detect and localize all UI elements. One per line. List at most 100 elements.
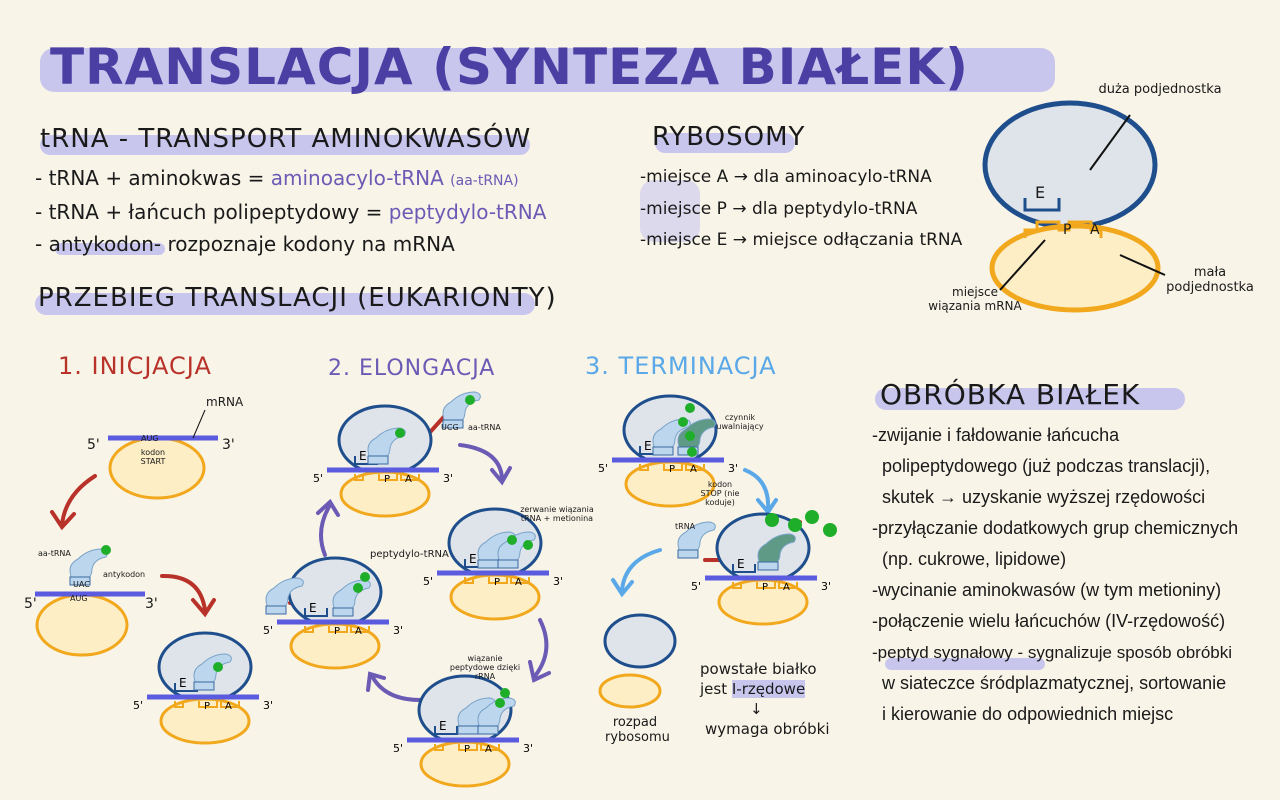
page-title: TRANSLACJA (SYNTEZA BIAŁEK) bbox=[50, 38, 969, 96]
polypeptide-chain bbox=[805, 510, 819, 524]
trna-line-1-term: aminoacylo-tRNA bbox=[270, 166, 444, 190]
trna bbox=[477, 697, 516, 729]
site-e-text: E bbox=[179, 676, 187, 690]
site-p-text: P bbox=[334, 626, 340, 637]
site-e-label: E bbox=[1035, 183, 1046, 202]
mrna-site-pointer bbox=[999, 239, 1046, 291]
methionine bbox=[101, 545, 111, 555]
trna-line-3-rest: - rozpoznaje kodony na mRNA bbox=[153, 232, 455, 256]
trna-line-1: - tRNA + aminokwas = aminoacylo-tRNA (aa… bbox=[35, 166, 519, 190]
process-arrow bbox=[50, 474, 97, 531]
five-prime: 5' bbox=[313, 472, 323, 485]
aug-codon: AUG bbox=[141, 434, 159, 443]
terminacja-title: 3. TERMINACJA bbox=[585, 352, 777, 380]
site-pa bbox=[732, 582, 798, 589]
obrobka-heading-highlight bbox=[875, 388, 1185, 410]
przebieg-heading: PRZEBIEG TRANSLACJI (EUKARIONTY) bbox=[38, 283, 557, 313]
small-subunit bbox=[35, 593, 129, 657]
incoming-aa-trna-anticodon bbox=[442, 419, 464, 429]
polypeptide-chain bbox=[788, 518, 802, 532]
site-e bbox=[304, 608, 328, 617]
released-trna-anticodon bbox=[265, 605, 287, 615]
site-e-bracket bbox=[1023, 198, 1061, 212]
aug-codon-2: AUG bbox=[70, 594, 88, 603]
process-arrow bbox=[366, 671, 422, 702]
inicjacja-title: 1. INICJACJA bbox=[58, 352, 212, 380]
release-factor bbox=[757, 533, 796, 565]
small-pointer bbox=[1119, 254, 1166, 276]
site-a-text: A bbox=[783, 582, 790, 593]
site-e bbox=[732, 564, 756, 573]
antykodon-highlight bbox=[55, 243, 165, 255]
trna-anticodon bbox=[652, 446, 674, 456]
site-pa bbox=[304, 626, 370, 633]
bond-label: wiązanie peptydowe dzięki rRNA bbox=[449, 654, 521, 681]
obrobka-line: -przyłączanie dodatkowych grup chemiczny… bbox=[872, 518, 1239, 538]
three-prime-label: 3' bbox=[222, 437, 235, 453]
mrna-pointer bbox=[192, 409, 206, 439]
obrobka-line: i kierowanie do odpowiednich miejsc bbox=[882, 704, 1174, 724]
five-prime-label-2: 5' bbox=[24, 596, 37, 612]
process-arrow bbox=[160, 573, 216, 618]
obrobka-line: -połączenie wielu łańcuchów (IV-rzędowoś… bbox=[872, 611, 1226, 631]
trna-anticodon bbox=[497, 559, 519, 569]
site-e-text: E bbox=[644, 439, 652, 453]
amino-acid bbox=[678, 417, 688, 427]
aa-trna-label: aa-tRNA bbox=[38, 549, 71, 558]
release-factor bbox=[677, 418, 716, 450]
site-a-text: A bbox=[690, 464, 697, 475]
site-e-text: E bbox=[439, 719, 447, 733]
przebieg-heading-highlight bbox=[35, 293, 535, 315]
site-p-text: P bbox=[762, 582, 768, 593]
break-label: zerwanie wiązania tRNA + metionina bbox=[520, 505, 594, 523]
site-p-text: P bbox=[384, 474, 390, 485]
trna bbox=[193, 653, 232, 685]
three-prime-label-2: 3' bbox=[145, 596, 158, 612]
elong-ucg-anticodon: UCG bbox=[441, 423, 459, 432]
site-pa bbox=[174, 701, 240, 708]
result-line-3: wymaga obróbki bbox=[705, 720, 830, 738]
trna-line-3: - antykodon- rozpoznaje kodony na mRNA bbox=[35, 232, 455, 256]
released-trna bbox=[677, 521, 716, 553]
three-prime: 3' bbox=[728, 462, 738, 475]
release-factor-label: czynnik uwalniający bbox=[716, 413, 764, 431]
obrobka-line: -wycinanie aminokwasów (w tym metioniny) bbox=[872, 580, 1222, 600]
rybosomy-heading-highlight bbox=[655, 133, 795, 153]
site-pa-bracket bbox=[1023, 220, 1103, 238]
site-pa bbox=[354, 474, 420, 481]
rybosomy-item-a: -miejsce A → dla aminoacylo-tRNA bbox=[640, 167, 932, 187]
stop-codon-label: kodon STOP (nie koduje) bbox=[700, 480, 740, 507]
antykodon-label: antykodon bbox=[103, 570, 146, 579]
peptyd-highlight bbox=[885, 658, 1045, 670]
small-subunit bbox=[108, 436, 206, 500]
process-arrow bbox=[458, 443, 512, 486]
amino-acid bbox=[360, 572, 370, 582]
site-pa bbox=[434, 744, 500, 751]
site-a-text: A bbox=[515, 577, 522, 588]
trna-anticodon bbox=[193, 681, 215, 691]
trna-anticodon bbox=[457, 725, 479, 735]
site-p-label: P bbox=[1063, 222, 1072, 238]
result-line-2a: jest bbox=[700, 680, 732, 698]
title-highlight bbox=[40, 48, 1055, 92]
obrobka-line: -peptyd sygnałowy - sygnalizuje sposób o… bbox=[872, 643, 1233, 662]
aa-trna-anticodon bbox=[69, 576, 91, 586]
site-p-text: P bbox=[669, 464, 675, 475]
rybosomy-list-highlight bbox=[640, 180, 700, 242]
mrna-label: mRNA bbox=[206, 395, 244, 409]
trna-line-2-prefix: - tRNA + łańcuch polipeptydowy = bbox=[35, 200, 389, 224]
amino-acid bbox=[495, 698, 505, 708]
peptydylo-trna-anticodon bbox=[332, 607, 354, 617]
process-arrow bbox=[528, 618, 551, 683]
trna-anticodon bbox=[477, 725, 499, 735]
result-line-2b: I-rzędowe bbox=[731, 680, 806, 698]
aa-trna bbox=[69, 548, 108, 580]
trna-anticodon bbox=[477, 559, 499, 569]
five-prime-label: 5' bbox=[87, 437, 100, 453]
five-prime: 5' bbox=[393, 742, 403, 755]
amino-acid bbox=[465, 395, 475, 405]
site-a-text: A bbox=[225, 701, 232, 712]
released-trna-anticodon bbox=[677, 549, 699, 559]
elongacja-title: 2. ELONGACJA bbox=[328, 356, 496, 381]
